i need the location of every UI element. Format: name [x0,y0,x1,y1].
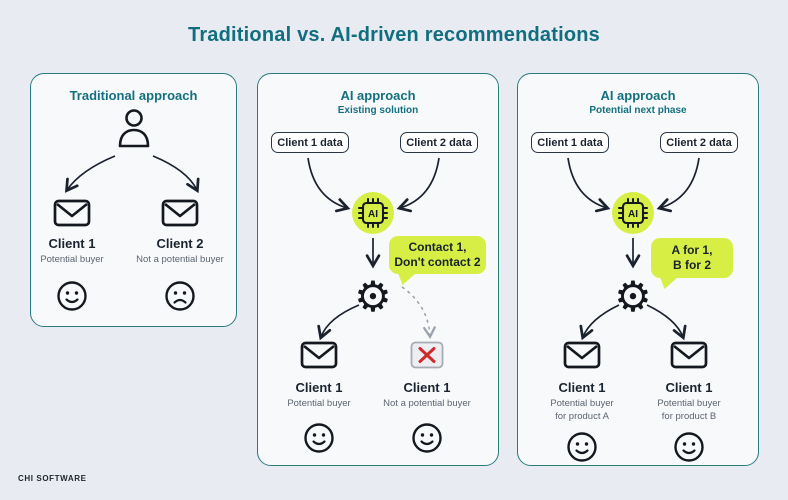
bubble-line: A for 1, [671,243,713,257]
client-column: Client 1 Potential buyer for product A [527,380,637,424]
ai-chip-label: AI [368,209,378,220]
envelope-icon [300,341,338,369]
panel-ai-next-heading: AI approach [600,88,676,103]
panel-traditional: Traditional approach Client 1 Potential [30,73,237,327]
brand-logo: CHI SOFTWARE [18,474,87,483]
smiley-face-icon [304,423,334,453]
ai-chip-label: AI [628,209,638,220]
client-data-box: Client 1 data [271,132,349,153]
gear-icon: ⚙ [614,273,652,320]
blocked-envelope-icon [410,341,444,369]
page-title: Traditional vs. AI-driven recommendation… [188,24,600,46]
envelope-icon [53,199,91,227]
bubble-line: Contact 1, [408,240,467,254]
envelope-icon [670,341,708,369]
smiley-face-icon [567,432,597,462]
arrow-dashed-gear-to-blocked [401,286,436,339]
client-name: Client 2 [156,236,204,251]
sad-face-icon [165,281,195,311]
ai-recommendation-bubble: Contact 1, Don't contact 2 [389,236,486,274]
client-status-line: for product B [661,410,717,422]
ai-highlight-circle: AI [352,192,394,234]
panel-ai-existing-heading: AI approach [340,88,416,103]
client-status: Potential buyer [287,398,351,409]
client-status: Potential buyer [40,254,104,265]
person-icon [118,109,150,148]
client-name: Client 1 [403,380,451,395]
envelope-icon [563,341,601,369]
client-status: Not a potential buyer [383,398,471,409]
arrow-data2-to-ai [396,157,440,213]
client-name: Client 1 [558,380,606,395]
smiley-face-icon [412,423,442,453]
arrow-data2-to-ai [656,157,700,213]
client-status-line: Potential buyer [657,398,721,409]
arrow-data1-to-ai [567,157,611,213]
client-data-box: Client 1 data [531,132,609,153]
client-status-line: Potential buyer [550,398,614,409]
client-column: Client 1 Potential buyer for product B [634,380,744,424]
bubble-line: B for 2 [672,258,711,272]
envelope-icon [161,199,199,227]
client-name: Client 1 [48,236,96,251]
client-column: Client 1 Not a potential buyer [372,380,482,411]
smiley-face-icon [57,281,87,311]
client-column: Client 1 Potential buyer [21,236,123,267]
client-status-line: for product A [555,410,609,422]
client-status: Potential buyer for product A [527,398,637,424]
arrow-person-to-client2 [152,155,200,194]
client-column: Client 2 Not a potential buyer [129,236,231,267]
client-data-box: Client 2 data [660,132,738,153]
panel-ai-existing: AI approach Existing solution Client 1 d… [257,73,499,466]
bubble-line: Don't contact 2 [394,255,481,269]
panel-ai-next-subheading: Potential next phase [589,105,687,116]
client-status: Not a potential buyer [136,254,224,265]
client-name: Client 1 [295,380,343,395]
smiley-face-icon [674,432,704,462]
ai-chip-icon: AI [358,198,388,228]
client-column: Client 1 Potential buyer [264,380,374,411]
ai-chip-icon: AI [618,198,648,228]
client-status: Potential buyer for product B [634,398,744,424]
arrow-person-to-client1 [64,155,116,193]
ai-highlight-circle: AI [612,192,654,234]
client-data-box: Client 2 data [400,132,478,153]
gear-icon: ⚙ [354,273,392,320]
panel-traditional-heading: Traditional approach [69,88,198,103]
panel-ai-next: AI approach Potential next phase Client … [517,73,759,466]
panel-ai-existing-subheading: Existing solution [337,105,419,116]
ai-recommendation-bubble: A for 1, B for 2 [651,238,733,278]
client-name: Client 1 [665,380,713,395]
arrow-data1-to-ai [307,157,351,213]
